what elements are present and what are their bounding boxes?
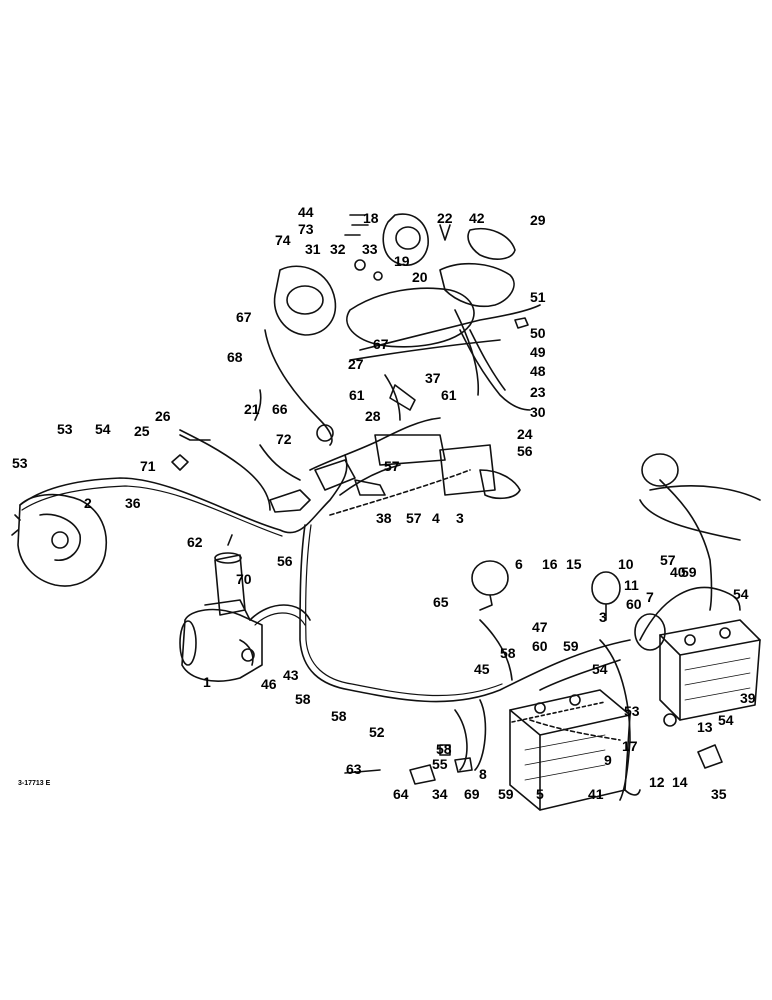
- figure-code: 3-17713 E: [18, 780, 51, 787]
- callout-label: 57: [384, 458, 400, 474]
- callout-label: 47: [532, 619, 548, 635]
- callout-label: 42: [469, 210, 485, 226]
- callout-label: 19: [394, 253, 410, 269]
- callout-label: 57: [406, 510, 422, 526]
- callout-label: 3: [456, 510, 464, 526]
- callout-label: 2: [84, 495, 92, 511]
- callout-label: 40: [670, 564, 686, 580]
- callout-label: 69: [464, 786, 480, 802]
- callout-label: 48: [530, 363, 546, 379]
- callout-label: 72: [276, 431, 292, 447]
- callout-label: 29: [530, 212, 546, 228]
- callout-label: 53: [12, 455, 28, 471]
- callout-label: 45: [474, 661, 490, 677]
- callout-label: 55: [432, 756, 448, 772]
- callout-label: 35: [711, 786, 727, 802]
- callout-label: 44: [298, 204, 314, 220]
- callout-label: 38: [376, 510, 392, 526]
- callout-label: 59: [563, 638, 579, 654]
- callout-label: 22: [437, 210, 453, 226]
- callout-label: 58: [295, 691, 311, 707]
- callout-label: 64: [393, 786, 409, 802]
- callout-label: 59: [681, 564, 697, 580]
- callout-label: 50: [530, 325, 546, 341]
- callout-label: 52: [369, 724, 385, 740]
- callout-label: 23: [530, 384, 546, 400]
- callout-label: 32: [330, 241, 346, 257]
- callout-label: 74: [275, 232, 291, 248]
- callout-label: 53: [57, 421, 73, 437]
- callout-label: 68: [227, 349, 243, 365]
- callout-label: 6: [515, 556, 523, 572]
- callout-label: 8: [479, 766, 487, 782]
- callout-label: 25: [134, 423, 150, 439]
- callout-label: 63: [346, 761, 362, 777]
- callout-label: 66: [272, 401, 288, 417]
- callout-label: 9: [604, 752, 612, 768]
- callout-label: 11: [624, 577, 639, 593]
- callout-label: 1: [203, 674, 211, 690]
- callout-label: 61: [441, 387, 457, 403]
- callout-label: 57: [660, 552, 676, 568]
- callout-label: 4: [432, 510, 440, 526]
- callout-label: 58: [436, 741, 452, 757]
- callout-label: 54: [718, 712, 734, 728]
- callout-label: 26: [155, 408, 171, 424]
- callout-label: 17: [622, 738, 638, 754]
- callout-label: 33: [362, 241, 378, 257]
- callout-label: 58: [500, 645, 516, 661]
- callout-label: 14: [672, 774, 688, 790]
- callout-label: 28: [365, 408, 381, 424]
- callout-label: 60: [532, 638, 548, 654]
- callout-label: 3: [599, 609, 607, 625]
- callout-label: 24: [517, 426, 533, 442]
- callout-label: 43: [283, 667, 299, 683]
- callout-label: 34: [432, 786, 448, 802]
- callout-label: 16: [542, 556, 558, 572]
- callout-label: 13: [697, 719, 713, 735]
- callout-label: 30: [530, 404, 546, 420]
- callout-label: 18: [363, 210, 379, 226]
- callout-label: 51: [530, 289, 546, 305]
- callout-label: 5: [536, 786, 544, 802]
- callout-label: 27: [348, 356, 364, 372]
- callout-label: 54: [95, 421, 111, 437]
- callout-label: 10: [618, 556, 634, 572]
- callout-label: 56: [517, 443, 533, 459]
- callout-label: 36: [125, 495, 141, 511]
- callout-label: 62: [187, 534, 203, 550]
- callout-label: 54: [733, 586, 749, 602]
- callout-label: 54: [592, 661, 608, 677]
- callout-label: 21: [244, 401, 260, 417]
- callout-label: 31: [305, 241, 321, 257]
- callout-label: 59: [498, 786, 514, 802]
- callout-label: 56: [277, 553, 293, 569]
- callout-label: 53: [624, 703, 640, 719]
- callout-label: 60: [626, 596, 642, 612]
- callout-label: 37: [425, 370, 441, 386]
- callout-label: 61: [349, 387, 365, 403]
- callout-label: 67: [373, 336, 389, 352]
- callout-label: 67: [236, 309, 252, 325]
- callout-label: 46: [261, 676, 277, 692]
- callout-label: 20: [412, 269, 428, 285]
- callout-label: 12: [649, 774, 665, 790]
- callout-label: 71: [140, 458, 156, 474]
- callout-label: 39: [740, 690, 756, 706]
- callout-label: 7: [646, 589, 654, 605]
- callout-label: 58: [331, 708, 347, 724]
- callout-label: 65: [433, 594, 449, 610]
- callout-label: 41: [588, 786, 604, 802]
- callout-label: 15: [566, 556, 582, 572]
- callout-label: 49: [530, 344, 546, 360]
- callout-label: 73: [298, 221, 314, 237]
- callout-label: 70: [236, 571, 252, 587]
